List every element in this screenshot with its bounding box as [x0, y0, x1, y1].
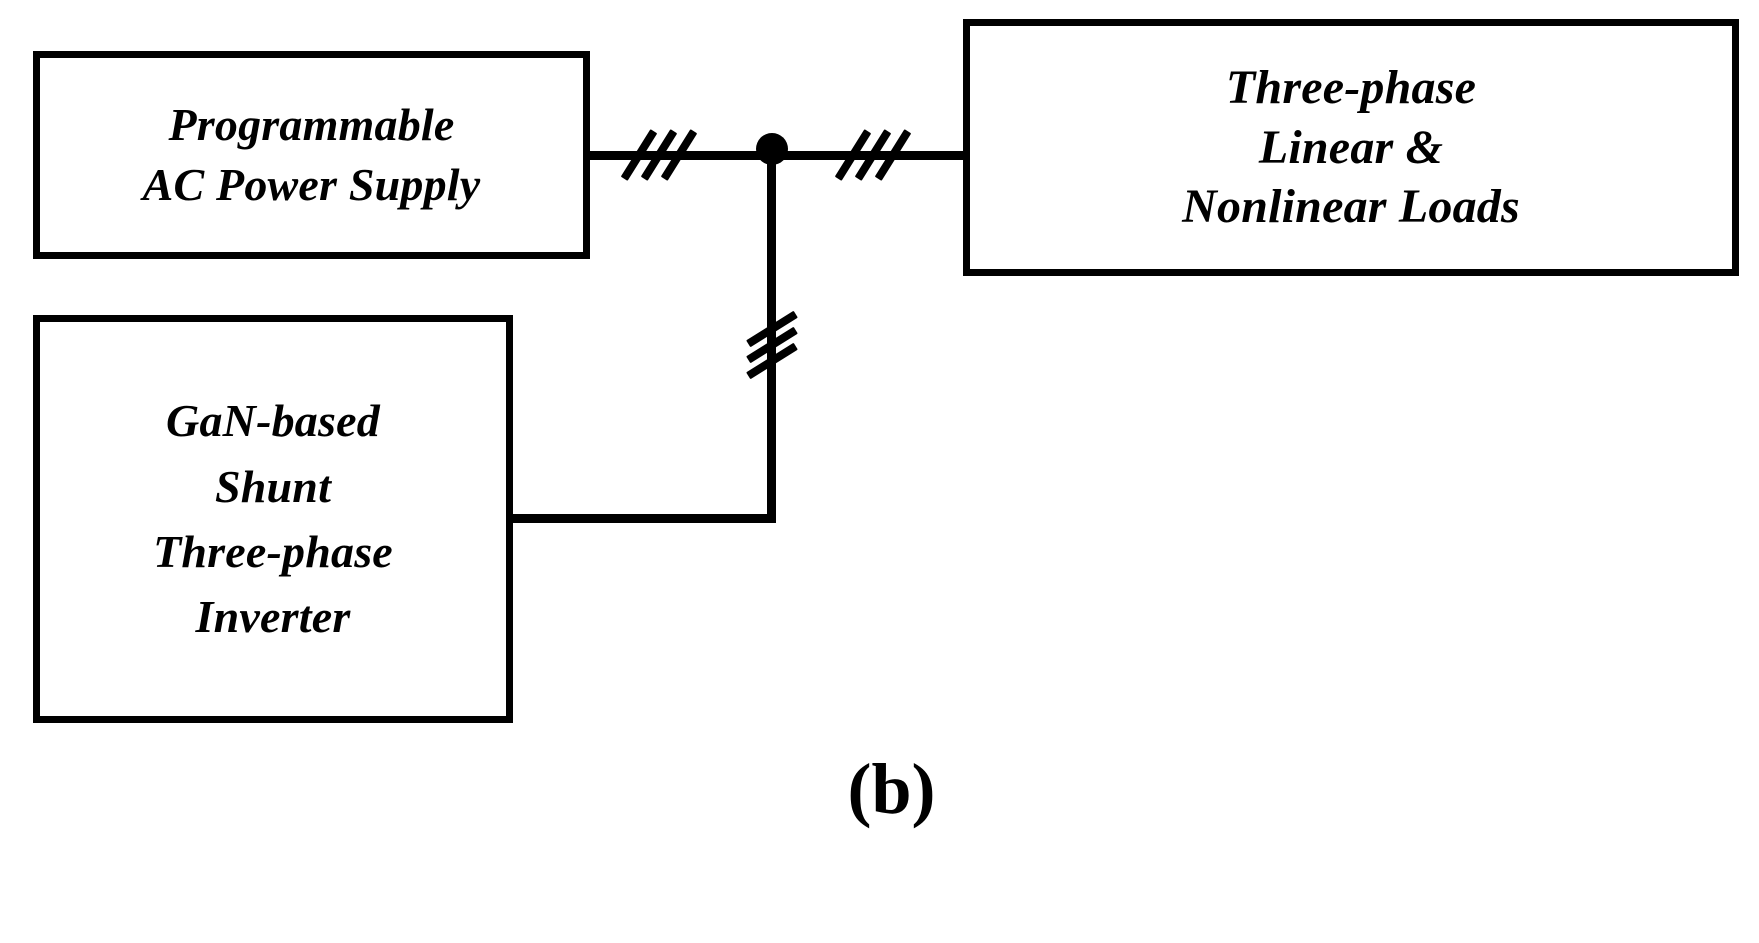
figure-caption: (b): [847, 749, 936, 829]
wire-inverter-to-riser: [510, 514, 776, 523]
block-supply-line-2: AC Power Supply: [142, 159, 481, 210]
block-inverter-line-3: Three-phase: [153, 526, 393, 577]
block-loads-line-2: Linear &: [1258, 120, 1444, 174]
three-phase-slash-icon-supply: [620, 120, 698, 190]
three-phase-slash-icon-loads: [834, 120, 912, 190]
block-inverter-line-4: Inverter: [195, 591, 351, 643]
block-supply-line-1: Programmable: [168, 99, 455, 151]
wire-supply-to-pcc: [588, 151, 878, 160]
block-three-phase-linear-nonlinear-loads: Three-phase Linear & Nonlinear Loads: [963, 19, 1739, 276]
three-phase-slash-icon-inverter: [737, 310, 807, 380]
block-inverter-line-1: GaN-based: [166, 395, 380, 447]
wire-pcc-to-loads: [866, 151, 966, 160]
block-gan-based-shunt-three-phase-inverter: GaN-based Shunt Three-phase Inverter: [33, 315, 513, 723]
block-loads-line-3: Nonlinear Loads: [1182, 180, 1520, 234]
block-loads-line-1: Three-phase: [1225, 61, 1477, 115]
junction-dot-icon: [756, 133, 788, 165]
block-inverter-line-2: Shunt: [214, 460, 332, 512]
block-programmable-ac-power-supply: Programmable AC Power Supply: [33, 51, 590, 259]
